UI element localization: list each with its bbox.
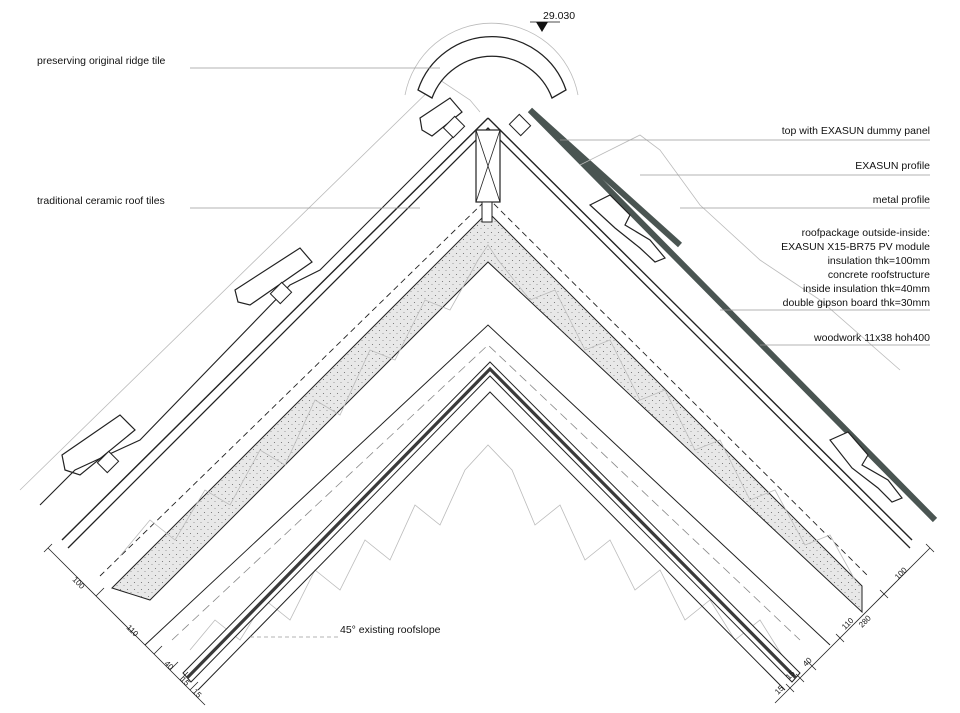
tiles-outline (19, 79, 481, 491)
roofpackage-line: concrete roofstructure (828, 269, 930, 281)
roofpackage-line: inside insulation thk=40mm (803, 283, 930, 295)
label-exasun-profile: EXASUN profile (855, 160, 930, 172)
roofpackage-list: roofpackage outside-inside: EXASUN X15-B… (781, 227, 930, 309)
batten-left-2 (269, 281, 293, 305)
elevation-marker-icon (536, 22, 548, 32)
ceramic-tile-1 (61, 414, 136, 476)
dim-left-110: 110 (125, 623, 141, 639)
dim-right-110: 110 (840, 616, 856, 632)
insulation-zigzag (119, 244, 856, 581)
concrete-roofstructure (111, 211, 863, 614)
dim-left-40: 40 (163, 659, 176, 672)
inside-insulation-zigzag (189, 444, 786, 661)
gypsum-board-hatch-left (185, 366, 798, 680)
label-existing-slope: 45° existing roofslope (340, 624, 441, 636)
label-dummy-panel: top with EXASUN dummy panel (782, 125, 930, 137)
exasun-profile-bottom (829, 431, 903, 503)
insulation-upper-edge (67, 127, 911, 549)
dimension-chain-right (774, 543, 935, 704)
existing-roof-dashed (171, 344, 801, 641)
dim-right-100: 100 (893, 565, 909, 581)
concrete-roofstructure-texture (112, 212, 862, 612)
pv-panel (527, 107, 938, 523)
roofpackage-line: double gipson board thk=30mm (783, 297, 931, 309)
ridge-tile (417, 36, 567, 99)
right-wave-outline (579, 134, 901, 371)
roofpackage-line: EXASUN X15-BR75 PV module (781, 241, 930, 253)
batten-left-3 (442, 115, 466, 139)
label-metal-profile: metal profile (873, 194, 930, 206)
existing-roof-line (144, 324, 831, 646)
dimension-chain-left (43, 543, 206, 706)
batten-right-top (508, 113, 532, 137)
dim-left-100: 100 (71, 575, 87, 591)
dim-right-280: 280 (857, 613, 873, 629)
label-ridge-tile: preserving original ridge tile (37, 55, 166, 67)
gypsum-board (182, 361, 801, 683)
tile-batten-line (39, 129, 461, 506)
label-woodwork: woodwork 11x38 hoh400 (813, 332, 930, 344)
dim-left-15b: 15 (191, 687, 204, 700)
ridge-post (481, 201, 493, 223)
roof-deck-right (487, 117, 913, 541)
elevation-value: 29.030 (543, 10, 575, 22)
batten-left-1 (96, 450, 120, 474)
leader-lines (190, 67, 930, 638)
roofpackage-line: roofpackage outside-inside: (802, 227, 930, 239)
dim-right-15b: 15 (773, 683, 786, 696)
exasun-profile-top (588, 194, 666, 263)
roofpackage-line: insulation thk=100mm (828, 255, 931, 267)
gypsum-inner-line (197, 391, 786, 691)
label-ceramic-tiles: traditional ceramic roof tiles (37, 195, 165, 207)
dummy-panel-top (527, 107, 683, 248)
ridge-tile-outer-arc (404, 22, 579, 96)
roof-deck-left (61, 117, 489, 541)
